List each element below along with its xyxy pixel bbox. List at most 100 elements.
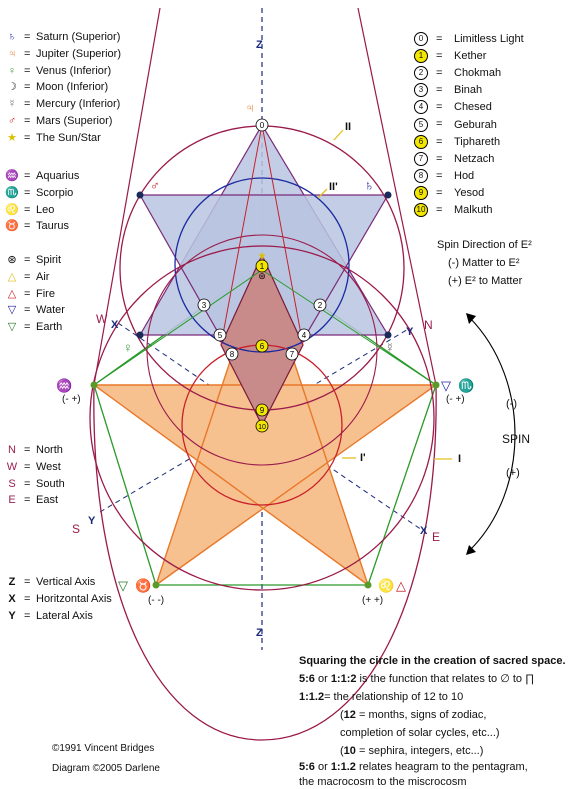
direction-label-south: S [72, 522, 81, 536]
polarity-bottom-right: (+ +) [362, 595, 384, 606]
green-line-right [261, 269, 437, 386]
equals-sign: = [24, 254, 31, 266]
sephira-legend-item: 6=Tiphareth [414, 134, 501, 149]
planets-symbol-icon: ♃ [7, 47, 17, 60]
outer-egg-outline [93, 384, 437, 741]
spin-arrow-head-top [466, 313, 476, 324]
elements-legend-label: Air [36, 270, 50, 283]
equals-sign: = [24, 98, 31, 111]
sephira-number-badge: 10 [414, 203, 428, 217]
x-axis-label-left: X [111, 319, 119, 331]
sephira-node-8: 8 [225, 347, 239, 361]
sephira-number-badge: 2 [414, 66, 428, 81]
directions-legend-item: S=South [4, 477, 65, 491]
equals-sign: = [24, 31, 31, 43]
notes-line-2: 1:1.2= the relationship of 12 to 10 [299, 691, 464, 703]
svg-text:2: 2 [318, 301, 323, 310]
polarity-bottom-left: (- -) [148, 595, 165, 606]
spirit-icon: ⊛ [258, 271, 266, 281]
fire-icon: △ [396, 578, 406, 593]
equals-sign: = [24, 115, 31, 127]
directions-legend-item: N=North [4, 444, 63, 457]
planets-legend-label: Moon (Inferior) [36, 81, 109, 94]
planets-legend-label: Venus (Inferior) [36, 64, 112, 77]
equals-sign: = [436, 152, 443, 165]
axes-symbol-icon: Y [8, 609, 16, 622]
sephira-node-10: 10 [255, 419, 269, 433]
sephira-legend-item: 9 = Yesod [414, 185, 485, 200]
sephira-name: Yesod [454, 186, 485, 199]
equals-sign: = [24, 287, 31, 300]
sephira-node-4: 4 [297, 328, 311, 342]
equals-sign: = [436, 50, 443, 62]
equals-sign: = [24, 220, 31, 233]
elements-legend-item: △ = Fire [4, 288, 55, 301]
svg-text:1: 1 [260, 262, 265, 271]
sephira-number-badge: 5 [414, 117, 428, 132]
svg-text:0: 0 [260, 121, 265, 130]
taurus-icon: ♉ [135, 578, 151, 593]
vertex-dot [136, 191, 144, 199]
equals-sign: = [24, 170, 31, 182]
sephira-name: Chesed [454, 101, 492, 114]
y-axis-label-right: Y [406, 326, 414, 338]
sephira-node-7: 7 [285, 347, 299, 361]
directions-legend-label: North [36, 444, 63, 456]
polarity-left: (- +) [62, 394, 81, 405]
directions-legend-label: East [36, 494, 59, 507]
elements-symbol-icon: △ [7, 287, 17, 300]
zodiac-legend-item: ♏=Scorpio [4, 187, 73, 200]
sephira-name: Limitless Light [454, 32, 524, 45]
jupiter-icon: ♃ [245, 100, 255, 115]
planets-legend-item: ★=The Sun/Star [4, 132, 101, 145]
directions-legend-label: South [36, 477, 65, 490]
zodiac-legend-label: Scorpio [36, 186, 74, 199]
sephira-node-2: 2 [313, 298, 327, 312]
spin-direction-plus: (+) E² to Matter [448, 275, 523, 287]
z-axis-label-top: Z [256, 39, 263, 51]
zodiac-legend-label: Taurus [36, 220, 70, 233]
zodiac-legend-item: ♉=Taurus [4, 220, 69, 233]
equals-sign: = [436, 84, 443, 97]
x-axis-label-right: X [420, 525, 428, 537]
svg-text:8: 8 [230, 350, 235, 359]
equals-sign: = [436, 186, 443, 199]
sephira-number-badge: 9 [414, 185, 428, 200]
elements-legend-item: ▽=Earth [4, 321, 63, 334]
zodiac-symbol-icon: ♒ [5, 170, 19, 182]
green-line-left [93, 269, 263, 386]
equals-sign: = [436, 32, 443, 45]
notes-line-5: (10 = sephira, integers, etc...) [340, 745, 484, 757]
equals-sign: = [24, 576, 31, 588]
equals-sign: = [436, 101, 443, 114]
pointer-II-prime [317, 188, 328, 199]
vertex-dot [384, 191, 392, 199]
equals-sign: = [24, 592, 31, 605]
water-icon: ▽ [441, 378, 451, 393]
spin-direction-title: Spin Direction of E² [437, 239, 532, 251]
equals-sign: = [24, 494, 31, 507]
equals-sign: = [24, 270, 31, 283]
equals-sign: = [436, 118, 443, 131]
planets-symbol-icon: ♂ [7, 115, 17, 127]
equals-sign: = [24, 609, 31, 622]
sephira-name: Tiphareth [454, 135, 501, 148]
planets-legend-label: The Sun/Star [36, 131, 101, 144]
equals-sign: = [24, 460, 31, 473]
ray-left-1 [220, 124, 263, 346]
equals-sign: = [24, 304, 31, 317]
directions-legend-item: W=West [4, 461, 61, 474]
zodiac-legend-label: Aquarius [36, 170, 80, 182]
ray-right-1 [261, 124, 304, 346]
sephira-name: Hod [454, 169, 475, 182]
elements-legend-label: Water [36, 304, 65, 317]
sephira-name: Chokmah [454, 67, 502, 80]
equals-sign: = [436, 135, 443, 148]
elements-legend-label: Fire [36, 287, 55, 300]
circle-label-II-prime: II' [329, 181, 338, 193]
sephira-number-badge: 7 [414, 151, 428, 166]
equals-sign: = [24, 64, 31, 77]
equals-sign: = [24, 477, 31, 490]
elements-symbol-icon: ▽ [7, 321, 17, 334]
planets-legend-item: ♃=Jupiter (Superior) [4, 48, 121, 61]
